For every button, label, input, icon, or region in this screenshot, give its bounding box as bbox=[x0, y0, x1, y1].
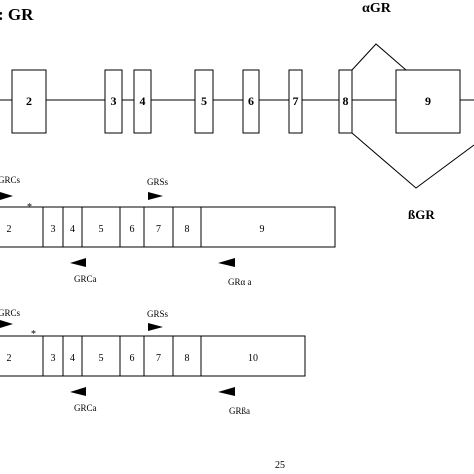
transcript-exon-label: 3 bbox=[51, 353, 56, 364]
primer-reverse2-label: GRßa bbox=[229, 406, 250, 416]
transcript-beta: GRCs * GRSs 2 3 4 5 6 7 8 10 GRCa GRßa bbox=[0, 308, 306, 416]
transcript-exon-label: 2 bbox=[7, 224, 12, 235]
primer-forward2-label: GRSs bbox=[147, 309, 169, 319]
page-number: 25 bbox=[275, 460, 285, 471]
gene-exon-label: 2 bbox=[26, 94, 32, 108]
transcript-exon-label: 5 bbox=[99, 353, 104, 364]
transcript-exon-label: 2 bbox=[7, 353, 12, 364]
transcript-exon-label: 3 bbox=[51, 224, 56, 235]
gene-exon-label: 3 bbox=[111, 94, 117, 108]
gene-exon-label: 4 bbox=[140, 94, 146, 108]
primer-forward1-label: GRCs bbox=[0, 175, 21, 185]
primer-reverse1-label: GRCa bbox=[74, 274, 97, 284]
gene-exon-label: 9 bbox=[425, 94, 431, 108]
beta-splice-path bbox=[351, 132, 474, 189]
transcript-exon-label: 5 bbox=[99, 224, 104, 235]
primer-forward2-label: GRSs bbox=[147, 177, 169, 187]
alpha-splice-path bbox=[351, 43, 407, 71]
gene-structure: 2 3 4 5 6 7 8 9 bbox=[0, 43, 474, 189]
transcript-alpha: GRCs * GRSs 2 3 4 5 6 7 8 9 GRCa GRα a bbox=[0, 175, 336, 287]
diagram-title: : GR bbox=[0, 5, 34, 24]
transcript-exon-label: 8 bbox=[185, 224, 190, 235]
gene-exon-box bbox=[11, 69, 47, 134]
gene-exon-label: 6 bbox=[248, 94, 254, 108]
reverse-primer-arrow bbox=[218, 258, 235, 267]
forward-primer-arrow bbox=[148, 323, 163, 331]
alpha-gr-label: αGR bbox=[362, 1, 392, 16]
gene-exon-box bbox=[288, 69, 303, 134]
forward-primer-arrow bbox=[0, 192, 13, 200]
primer-forward1-label: GRCs bbox=[0, 308, 21, 318]
gene-exon-box bbox=[395, 69, 461, 134]
gene-exon-box bbox=[194, 69, 214, 134]
transcript-exon-label: 4 bbox=[70, 224, 75, 235]
gene-exon-label: 8 bbox=[343, 94, 349, 108]
transcript-box bbox=[0, 335, 306, 377]
transcript-exon-label: 10 bbox=[248, 353, 258, 364]
reverse-primer-arrow bbox=[70, 258, 86, 267]
gene-exon-box bbox=[338, 69, 353, 134]
transcript-exon-label: 4 bbox=[70, 353, 75, 364]
transcript-exon-label: 9 bbox=[260, 224, 265, 235]
primer-reverse1-label: GRCa bbox=[74, 403, 97, 413]
transcript-exon-label: 8 bbox=[185, 353, 190, 364]
gene-exon-box bbox=[242, 69, 260, 134]
gene-exon-box bbox=[133, 69, 152, 134]
transcript-exon-label: 7 bbox=[156, 353, 161, 364]
transcript-exon-label: 7 bbox=[156, 224, 161, 235]
primer-marker: * bbox=[31, 329, 36, 340]
beta-gr-label: ßGR bbox=[408, 207, 435, 222]
gene-exon-box bbox=[104, 69, 123, 134]
reverse-primer-arrow bbox=[70, 387, 86, 396]
gene-exon-label: 5 bbox=[201, 94, 207, 108]
reverse-primer-arrow bbox=[218, 387, 235, 396]
transcript-box bbox=[0, 206, 336, 248]
gene-exon-label: 7 bbox=[293, 94, 299, 108]
transcript-exon-label: 6 bbox=[130, 353, 135, 364]
primer-reverse2-label: GRα a bbox=[228, 277, 251, 287]
forward-primer-arrow bbox=[0, 320, 13, 328]
forward-primer-arrow bbox=[148, 192, 163, 200]
transcript-exon-label: 6 bbox=[130, 224, 135, 235]
